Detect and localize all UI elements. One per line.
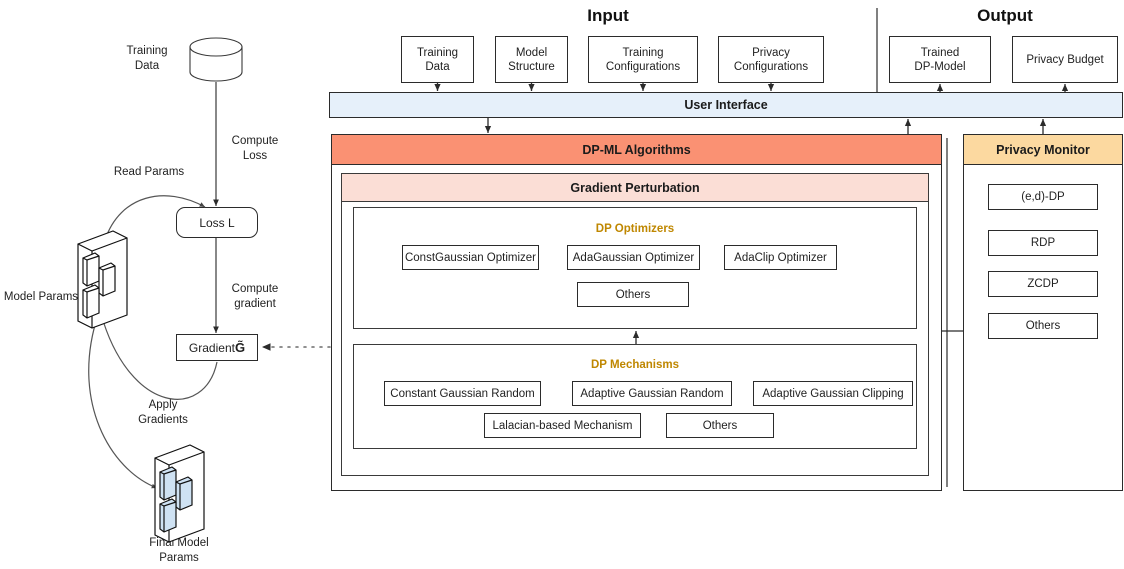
dp-mechanisms-title: DP Mechanisms [591,359,679,371]
privacy-monitor-label: (e,d)-DP [1021,191,1065,203]
read-params-text: Read Params [113,166,185,178]
dp-ml-algorithms-title: DP-ML Algorithms [582,142,691,157]
input-box-line2: Configurations [605,60,681,73]
dp-optimizer-item[interactable]: Others [577,282,689,307]
final-model-line2: Params [159,552,199,564]
dp-mechanism-label: Constant Gaussian Random [390,387,535,400]
dp-mechanism-item[interactable]: Others [666,413,774,438]
loss-node-label: Loss L [199,215,235,230]
training-data-line1: Training [126,45,168,57]
output-box-label: Privacy Budget [1026,53,1104,66]
dp-mechanism-item[interactable]: Adaptive Gaussian Random [572,381,732,406]
dp-optimizers-title: DP Optimizers [595,223,675,235]
input-box-line2: Data [425,60,450,73]
dp-ml-algorithms-header[interactable]: DP-ML Algorithms [331,134,942,165]
dp-mechanism-label: Lalacian-based Mechanism [492,419,633,432]
final-model-params-label: Final Model Params [138,536,220,566]
dp-mechanism-label: Adaptive Gaussian Clipping [762,387,904,400]
gradient-symbol: G̃ [234,340,246,355]
user-interface-label: User Interface [684,98,768,112]
input-box-line2: Configurations [733,60,809,73]
user-interface-bar[interactable]: User Interface [329,92,1123,118]
input-box-line1: Training [622,46,664,59]
final-model-params-server-icon [154,444,205,543]
output-box-privacy-budget[interactable]: Privacy Budget [1012,36,1118,83]
dp-mechanism-item[interactable]: Lalacian-based Mechanism [484,413,641,438]
privacy-monitor-item[interactable]: RDP [988,230,1098,256]
compute-gradient-line1: Compute [231,283,279,295]
privacy-monitor-item[interactable]: (e,d)-DP [988,184,1098,210]
read-params-label: Read Params [108,165,190,180]
input-box-line2: Structure [508,60,555,73]
input-box-training-configurations[interactable]: Training Configurations [588,36,698,83]
dp-optimizer-item[interactable]: AdaGaussian Optimizer [567,245,700,270]
input-box-line1: Privacy [752,46,790,59]
compute-loss-label: Compute Loss [215,134,295,164]
dp-optimizer-label: AdaGaussian Optimizer [572,251,695,264]
gradient-perturbation-title: Gradient Perturbation [570,180,700,195]
final-model-line1: Final Model [149,537,209,549]
dp-mechanism-label: Others [702,419,738,432]
loss-node[interactable]: Loss L [176,207,258,238]
compute-loss-line2: Loss [242,150,268,162]
input-box-training-data[interactable]: Training Data [401,36,474,83]
model-params-label: Model Params [0,290,82,305]
output-section-title: Output [977,6,1033,25]
compute-gradient-label: Compute gradient [215,282,295,312]
input-box-line1: Training [416,46,459,59]
apply-gradients-label: Apply Gradients [123,398,203,428]
model-params-text: Model Params [3,291,79,303]
training-data-label: Training Data [107,44,187,74]
output-box-trained-dp-model[interactable]: Trained DP-Model [889,36,991,83]
dp-optimizer-label: ConstGaussian Optimizer [404,251,537,264]
output-box-line1: Trained [920,46,960,59]
dp-optimizer-label: Others [615,288,651,301]
compute-gradient-line2: gradient [234,298,276,310]
privacy-monitor-label: RDP [1030,237,1056,249]
apply-gradients-line2: Gradients [138,414,188,426]
input-box-model-structure[interactable]: Model Structure [495,36,568,83]
output-box-line2: DP-Model [914,60,966,73]
privacy-monitor-item[interactable]: Others [988,313,1098,339]
gradient-perturbation-header[interactable]: Gradient Perturbation [341,173,929,202]
privacy-monitor-header[interactable]: Privacy Monitor [963,134,1123,165]
privacy-monitor-label: Others [1025,320,1061,332]
dp-optimizer-item[interactable]: ConstGaussian Optimizer [402,245,539,270]
apply-gradients-line1: Apply [148,399,178,411]
dp-optimizer-label: AdaClip Optimizer [734,251,827,264]
privacy-monitor-label: ZCDP [1027,278,1059,290]
dp-optimizer-item[interactable]: AdaClip Optimizer [724,245,837,270]
model-params-server-icon [77,230,128,329]
dp-mechanism-item[interactable]: Adaptive Gaussian Clipping [753,381,913,406]
privacy-monitor-title: Privacy Monitor [996,142,1090,157]
input-box-line1: Model [515,46,548,59]
input-box-privacy-configurations[interactable]: Privacy Configurations [718,36,824,83]
privacy-monitor-item[interactable]: ZCDP [988,271,1098,297]
data-cylinder-icon [189,37,243,82]
compute-loss-line1: Compute [231,135,279,147]
dp-mechanism-item[interactable]: Constant Gaussian Random [384,381,541,406]
dp-mechanism-label: Adaptive Gaussian Random [580,387,724,400]
input-section-title: Input [587,6,629,25]
training-data-line2: Data [134,60,160,72]
gradient-node-label: Gradient [188,340,235,355]
